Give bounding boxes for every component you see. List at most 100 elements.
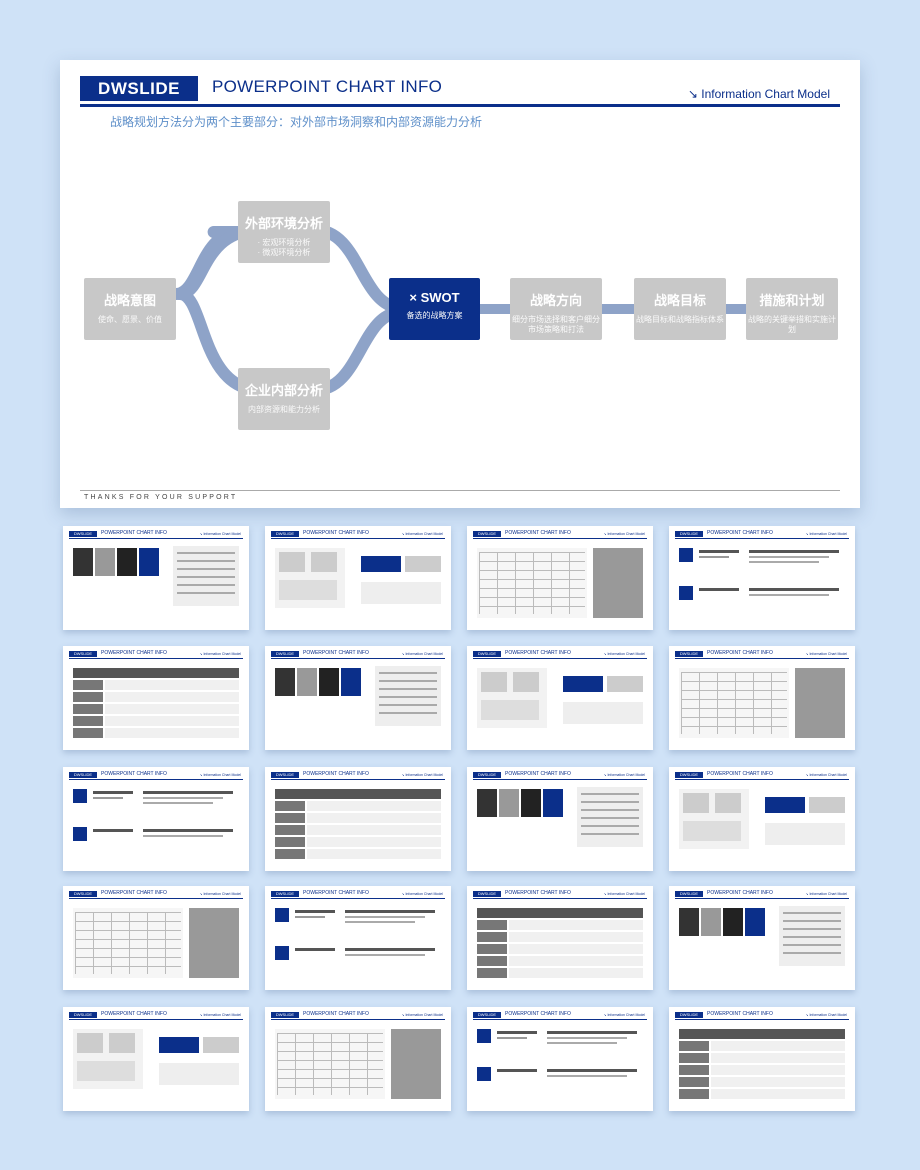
thumbnail-title: POWERPOINT CHART INFO: [505, 530, 571, 536]
thumbnail-shape: [295, 916, 325, 918]
thumbnail-title: POWERPOINT CHART INFO: [505, 890, 571, 896]
thumbnail-rule: [675, 538, 849, 539]
thumbnail-shape: [669, 986, 855, 990]
thumbnail-shape: [699, 588, 739, 591]
thumbnail-shape: [73, 548, 93, 576]
thumbnail-content: [63, 546, 249, 630]
node-goal[interactable]: 战略目标 战略目标和战略指标体系: [634, 278, 726, 340]
thumbnail-shape: [295, 910, 335, 913]
node-title: 战略方向: [529, 293, 582, 308]
node-sub: 备选的战略方案: [406, 311, 463, 320]
thumbnail-shape: [749, 556, 829, 558]
thumbnail-shape: [467, 867, 653, 871]
thumbnail-shape: [63, 1107, 249, 1111]
thumbnail-shape: [681, 708, 787, 709]
thumbnail-shape: [77, 1061, 135, 1081]
hero-slide[interactable]: DWSLIDE POWERPOINT CHART INFO ↘ Informat…: [60, 60, 860, 508]
thumbnail-brand: DWSLIDE: [69, 772, 97, 778]
brand-tag: DWSLIDE: [80, 76, 198, 101]
thumbnail-rule: [473, 658, 647, 659]
thumbnail-rule: [473, 1019, 647, 1020]
thumbnail-shape: [753, 672, 754, 734]
thumbnail-shape: [477, 944, 507, 954]
thumbnail-title: POWERPOINT CHART INFO: [707, 771, 773, 777]
thumbnail-shape: [73, 789, 87, 803]
thumbnail-brand: DWSLIDE: [271, 891, 299, 897]
thumbnail-content: [669, 548, 855, 630]
thumbnail-content: [265, 789, 451, 871]
thumbnail-title: POWERPOINT CHART INFO: [707, 650, 773, 656]
thumbnail-shape: [143, 791, 233, 794]
thumbnail-shape: [189, 908, 239, 978]
thumbnail-link: ↘ Information Chart Model: [401, 773, 443, 777]
thumbnail-shape: [699, 672, 700, 734]
thumbnail-shape: [543, 789, 563, 817]
thumbnail-rule: [69, 1019, 243, 1020]
thumbnail-link: ↘ Information Chart Model: [401, 1013, 443, 1017]
thumbnail-title: POWERPOINT CHART INFO: [303, 530, 369, 536]
thumbnail-title: POWERPOINT CHART INFO: [707, 1011, 773, 1017]
node-external-analysis[interactable]: 外部环境分析 · 宏观环境分析 · 微观环境分析: [238, 201, 330, 263]
thumbnail-shape: [367, 1033, 368, 1095]
thumbnail-shape: [307, 801, 441, 811]
thumbnail-shape: [723, 908, 743, 936]
thumbnail-title: POWERPOINT CHART INFO: [101, 530, 167, 536]
thumbnail-shape: [477, 1067, 491, 1081]
thumbnail-shape: [391, 1029, 441, 1099]
thumbnail-rule: [271, 538, 445, 539]
node-strategic-intent[interactable]: 战略意图 使命、愿景、价值: [84, 278, 176, 340]
thumbnail-rule: [69, 898, 243, 899]
node-internal-analysis[interactable]: 企业内部分析 内部资源和能力分析: [238, 368, 330, 430]
thumbnail-shape: [111, 912, 112, 974]
thumbnail-shape: [275, 813, 305, 823]
thumbnail-shape: [479, 570, 585, 571]
node-direction[interactable]: 战略方向 细分市场选择和客户细分市场策略和打法: [510, 278, 602, 340]
thumbnail-shape: [75, 948, 181, 949]
thumbnail-title: POWERPOINT CHART INFO: [101, 650, 167, 656]
thumbnail-shape: [295, 1033, 296, 1095]
thumbnail-rule: [271, 658, 445, 659]
thumbnail-shape: [679, 1089, 709, 1099]
thumbnail-shape: [275, 837, 305, 847]
info-chart-link[interactable]: ↘ Information Chart Model: [687, 87, 830, 101]
thumbnail-shape: [379, 688, 437, 690]
thumbnail-shape: [93, 829, 133, 832]
thumbnail-title: POWERPOINT CHART INFO: [707, 890, 773, 896]
thumbnail-shape: [533, 552, 534, 614]
thumbnail-shape: [379, 704, 437, 706]
thumbnail-shape: [105, 716, 239, 726]
thumbnail-shape: [279, 580, 337, 600]
thumbnail-shape: [265, 626, 451, 630]
node-plan[interactable]: 措施和计划 战略的关键举措和实施计划: [746, 278, 838, 340]
thumbnail-shape: [349, 1033, 350, 1095]
node-sub: 内部资源和能力分析: [248, 405, 320, 414]
thumbnail-content: [669, 789, 855, 871]
thumbnail-link: ↘ Information Chart Model: [805, 773, 847, 777]
node-swot[interactable]: × SWOT 备选的战略方案: [389, 278, 480, 340]
node-title: × SWOT: [409, 290, 460, 305]
thumbnail-link: ↘ Information Chart Model: [805, 652, 847, 656]
thumbnail-rule: [69, 538, 243, 539]
thumbnail-shape: [139, 548, 159, 576]
thumbnail-shape: [509, 956, 643, 966]
